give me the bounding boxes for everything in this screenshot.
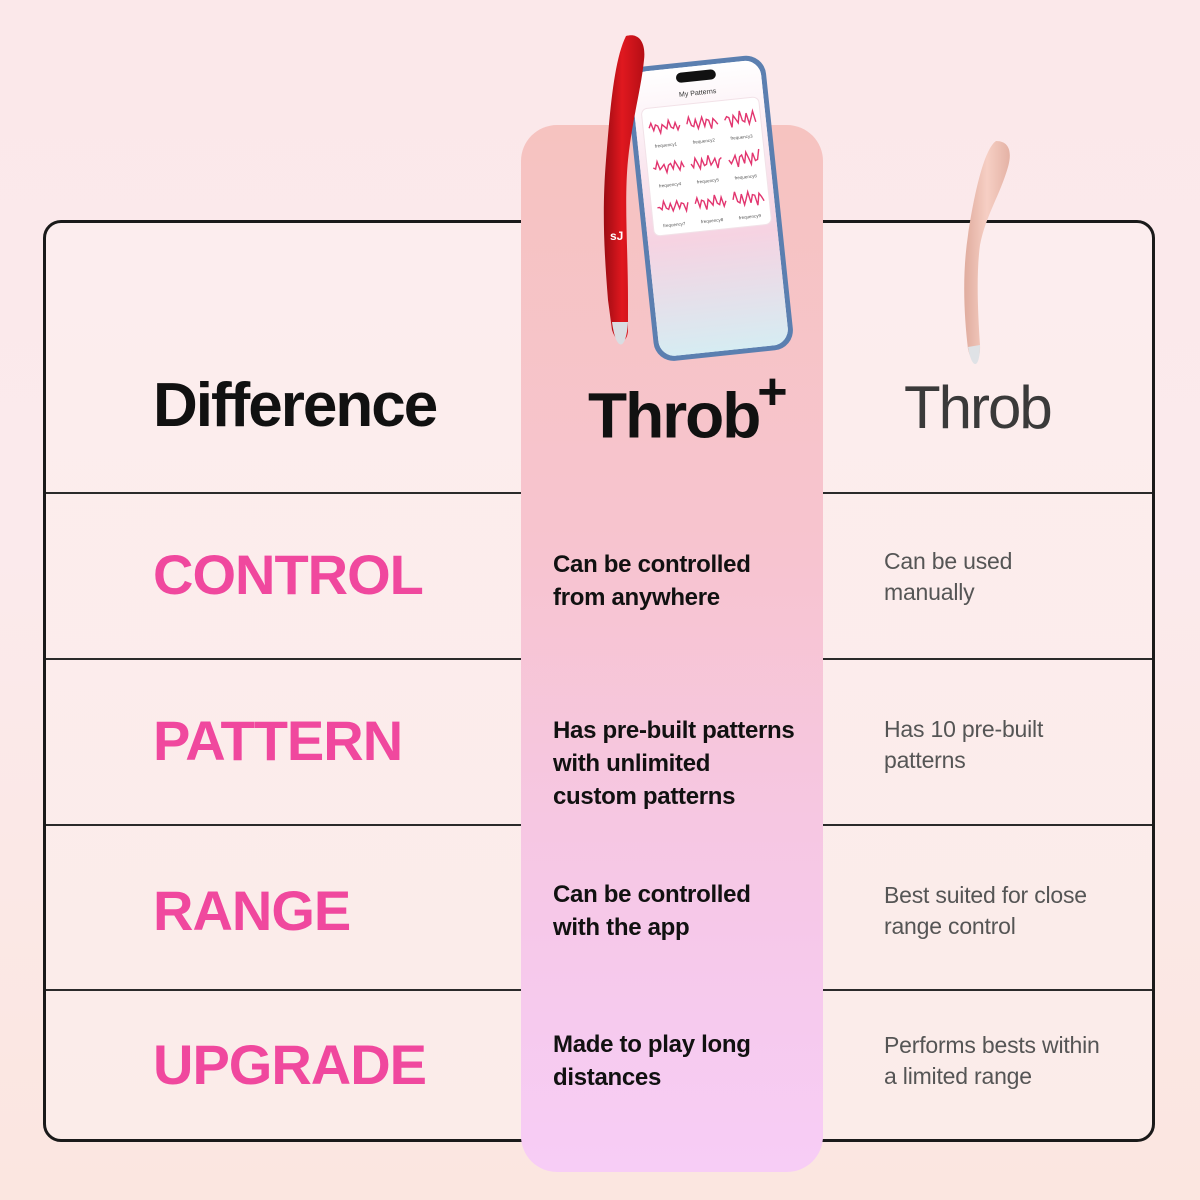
pattern-tile-label[interactable]: frequency6 — [734, 173, 757, 180]
pattern-tile-label[interactable]: frequency9 — [739, 213, 762, 220]
pattern-wave-icon — [694, 194, 727, 210]
row-label-upgrade: UPGRADE — [153, 1033, 427, 1096]
throb-plus-control-cell: Can be controlled from anywhere — [553, 548, 813, 614]
cell-line: a limited range — [884, 1063, 1032, 1089]
cell-line: patterns — [884, 747, 966, 773]
throb-plus-range-cell: Can be controlled with the app — [553, 878, 813, 944]
throb-upgrade-cell: Performs bests within a limited range — [884, 1030, 1124, 1092]
cell-line: distances — [553, 1064, 662, 1091]
cell-line: with unlimited — [553, 750, 711, 777]
pattern-tile-label[interactable]: frequency5 — [697, 177, 720, 184]
row-label-range: RANGE — [153, 879, 351, 942]
throb-plus-heading: Throb+ — [588, 363, 788, 452]
row-label-control: CONTROL — [153, 543, 424, 606]
pattern-wave-icon — [652, 159, 685, 175]
cell-line: manually — [884, 579, 975, 605]
throb-plus-device-image: sJ — [603, 35, 645, 345]
throb-heading: Throb — [904, 374, 1053, 441]
cell-line: Can be controlled — [553, 551, 751, 578]
cell-line: with the app — [553, 914, 690, 941]
pattern-tile-label[interactable]: frequency7 — [663, 221, 686, 228]
throb-control-cell: Can be used manually — [884, 546, 1124, 608]
cell-line: from anywhere — [553, 584, 720, 611]
pattern-wave-icon — [690, 155, 722, 172]
pattern-wave-icon — [724, 108, 757, 128]
pattern-tile-label[interactable]: frequency8 — [701, 217, 724, 224]
throb-plus-name: Throb — [588, 379, 761, 452]
throb-plus-upgrade-cell: Made to play long distances — [553, 1028, 813, 1094]
phone-app-illustration: My Patterns frequency1 frequency2 frequenc… — [628, 55, 793, 361]
cell-line: custom patterns — [553, 783, 736, 810]
pattern-tile-label[interactable]: frequency1 — [655, 141, 678, 148]
throb-pattern-cell: Has 10 pre-built patterns — [884, 714, 1124, 776]
pattern-wave-icon — [686, 114, 719, 131]
cell-line: Can be controlled — [553, 881, 751, 908]
throb-range-cell: Best suited for close range control — [884, 880, 1124, 942]
cell-line: Has pre-built patterns — [553, 717, 795, 744]
cell-line: Performs bests within — [884, 1032, 1100, 1058]
phone-screen-title: My Patterns — [679, 88, 717, 99]
device-logo-icon: sJ — [610, 229, 623, 243]
cell-line: Best suited for close — [884, 882, 1087, 908]
pattern-tile-label[interactable]: frequency4 — [659, 181, 682, 188]
row-label-pattern: PATTERN — [153, 709, 403, 772]
cell-line: range control — [884, 913, 1016, 939]
difference-heading: Difference — [153, 371, 438, 440]
cell-line: Made to play long — [553, 1031, 751, 1058]
pattern-wave-icon — [728, 148, 760, 168]
plus-sign: + — [757, 363, 787, 421]
pattern-tile-label[interactable]: frequency2 — [692, 137, 715, 144]
cell-line: Can be used — [884, 548, 1013, 574]
pattern-wave-icon — [732, 189, 765, 208]
pattern-tile-label[interactable]: frequency3 — [730, 133, 753, 140]
pattern-wave-icon — [648, 117, 681, 136]
throb-plus-pattern-cell: Has pre-built patterns with unlimited cu… — [553, 714, 813, 813]
throb-device-image — [964, 141, 1010, 365]
pattern-wave-icon — [657, 198, 689, 214]
cell-line: Has 10 pre-built — [884, 716, 1044, 742]
